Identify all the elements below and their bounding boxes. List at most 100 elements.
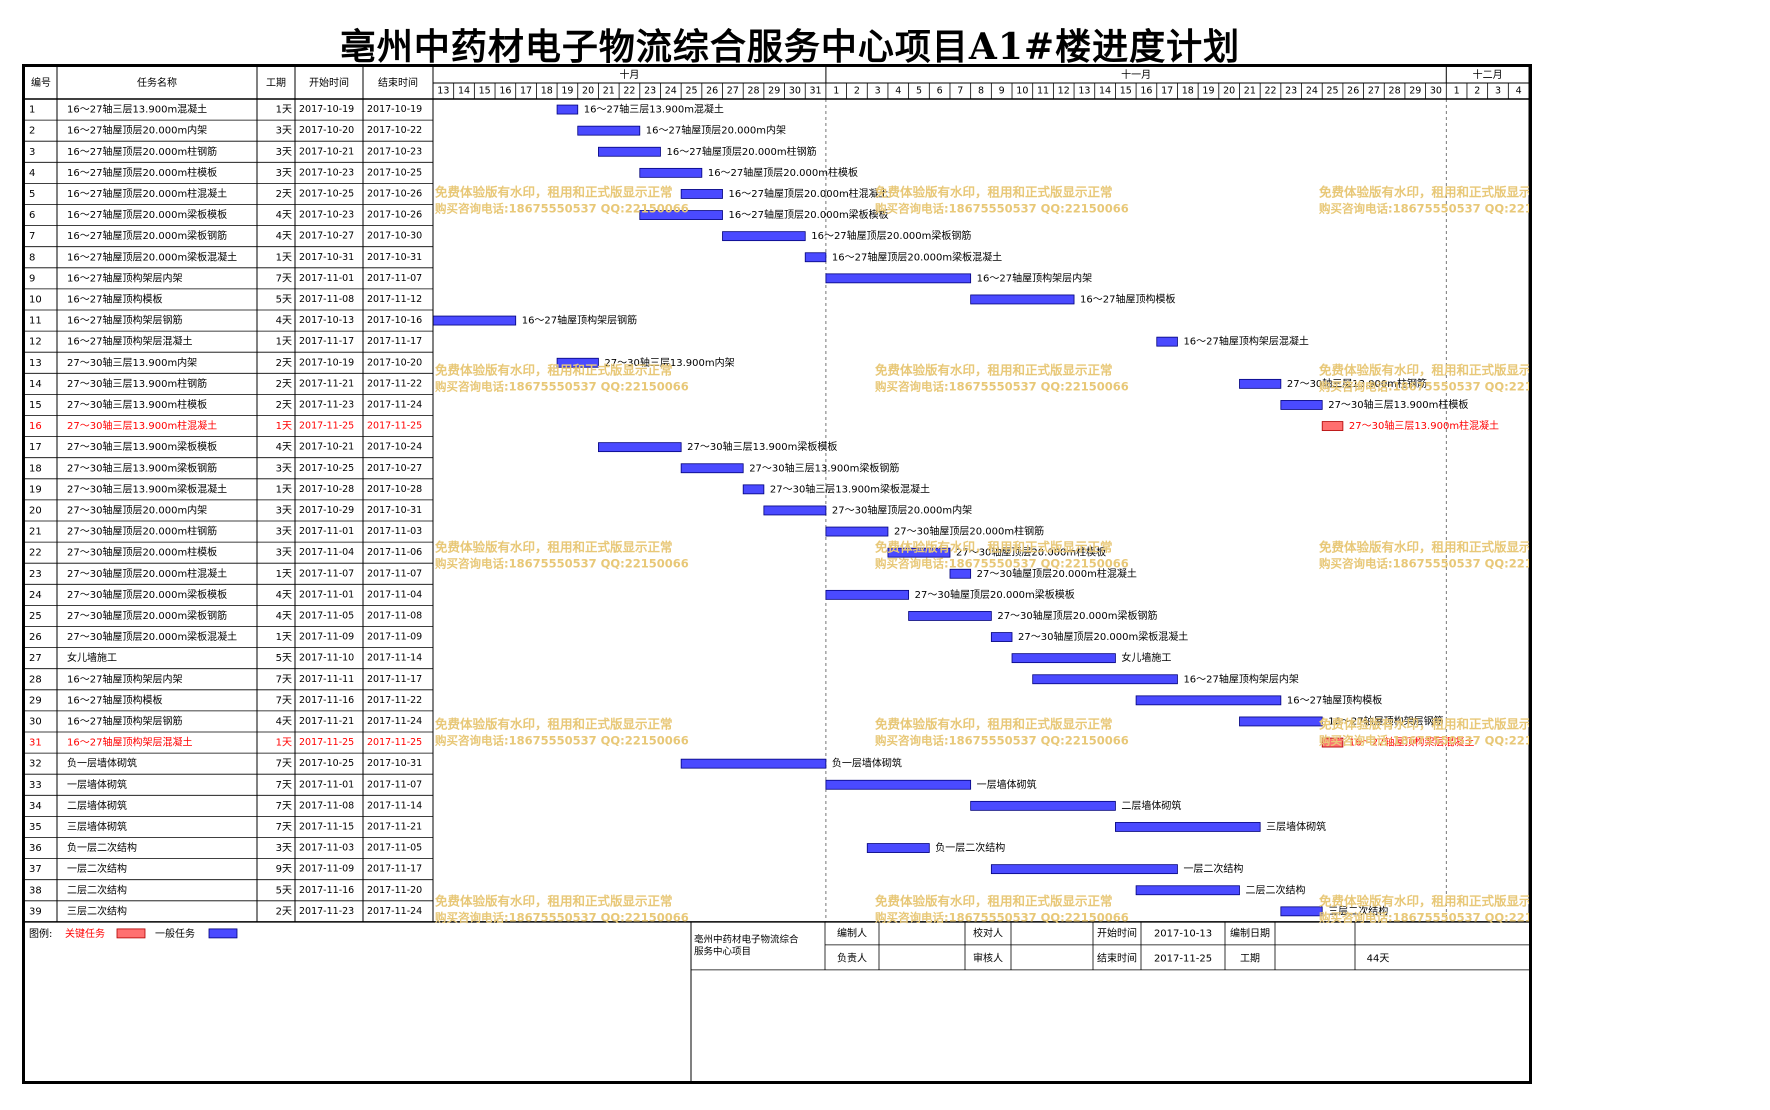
task-start: 2017-11-25 — [299, 421, 354, 432]
task-start: 2017-10-27 — [299, 231, 354, 242]
task-bar-label: 16～27轴屋顶构架层混凝土 — [1183, 335, 1308, 348]
day-label: 15 — [479, 86, 491, 97]
day-label: 27 — [727, 86, 739, 97]
task-bar-label: 16～27轴屋顶构架层钢筋 — [522, 314, 637, 327]
task-bar — [742, 484, 765, 495]
task-bar — [598, 146, 661, 157]
task-end: 2017-11-09 — [367, 632, 422, 643]
footer-project-name: 亳州中药材电子物流综合 — [694, 933, 799, 945]
watermark-line1: 免费体验版有水印，租用和正式版显示正常 — [435, 894, 673, 909]
task-id: 5 — [29, 189, 35, 200]
task-id: 17 — [29, 442, 42, 453]
watermark-line2: 购买咨询电话:18675550537 QQ:22150066 — [875, 911, 1129, 925]
task-duration: 1天 — [276, 337, 292, 348]
task-end: 2017-10-28 — [367, 484, 422, 495]
task-start: 2017-11-08 — [299, 800, 354, 811]
task-id: 32 — [29, 759, 42, 770]
task-name: 16～27轴屋顶构架层混凝土 — [67, 335, 192, 348]
day-label: 24 — [665, 86, 677, 97]
watermark-line2: 购买咨询电话:18675550537 QQ:22150066 — [435, 380, 689, 394]
watermark-line1: 免费体验版有水印，租用和正式版显示正常 — [435, 363, 673, 378]
header-start: 开始时间 — [309, 76, 349, 89]
task-end: 2017-11-12 — [367, 294, 422, 305]
day-label: 3 — [1495, 86, 1501, 97]
task-end: 2017-10-26 — [367, 188, 422, 199]
task-end: 2017-11-17 — [367, 674, 422, 685]
task-end: 2017-11-14 — [367, 800, 422, 811]
day-label: 9 — [999, 86, 1005, 97]
task-end: 2017-10-25 — [367, 167, 422, 178]
task-start: 2017-10-29 — [299, 505, 354, 516]
header-id: 编号 — [31, 76, 51, 89]
task-start: 2017-11-16 — [299, 885, 354, 896]
watermark-line2: 购买咨询电话:18675550537 QQ:22150066 — [875, 202, 1129, 216]
day-label: 1 — [833, 86, 839, 97]
day-label: 22 — [1264, 86, 1276, 97]
day-label: 23 — [1285, 86, 1297, 97]
task-duration: 2天 — [276, 358, 292, 369]
task-duration: 1天 — [276, 421, 292, 432]
day-label: 19 — [1202, 86, 1214, 97]
task-end: 2017-11-08 — [367, 610, 422, 621]
day-label: 26 — [1347, 86, 1359, 97]
footer-end-label: 结束时间 — [1097, 951, 1137, 964]
legend-critical-swatch — [116, 928, 146, 939]
task-name: 16～27轴屋顶构架层混凝土 — [67, 736, 192, 749]
task-bar-label: 负一层二次结构 — [935, 841, 1005, 854]
task-end: 2017-11-21 — [367, 821, 422, 832]
task-id: 22 — [29, 548, 42, 559]
task-end: 2017-10-22 — [367, 125, 422, 136]
task-start: 2017-10-23 — [299, 210, 354, 221]
task-name: 16～27轴屋顶构架层内架 — [67, 271, 182, 284]
task-name: 27～30轴三层13.900m梁板混凝土 — [67, 482, 227, 495]
task-bar-label: 27～30轴三层13.900m柱混凝土 — [1349, 419, 1499, 432]
day-label: 30 — [1430, 86, 1442, 97]
task-start: 2017-10-25 — [299, 463, 354, 474]
task-bar — [722, 231, 806, 242]
day-label: 27 — [1368, 86, 1380, 97]
task-end: 2017-10-31 — [367, 252, 422, 263]
task-bar — [949, 568, 972, 579]
day-label: 29 — [768, 86, 780, 97]
task-duration: 1天 — [276, 252, 292, 263]
day-label: 28 — [747, 86, 759, 97]
task-end: 2017-10-23 — [367, 146, 422, 157]
task-bar-label: 16～27轴屋顶层20.000m柱模板 — [708, 166, 858, 179]
task-duration: 4天 — [276, 611, 292, 622]
task-id: 39 — [29, 906, 42, 917]
task-name: 27～30轴三层13.900m梁板钢筋 — [67, 461, 217, 474]
footer-compiler-label: 编制人 — [837, 926, 867, 939]
task-end: 2017-11-17 — [367, 336, 422, 347]
day-label: 1 — [1454, 86, 1460, 97]
task-start: 2017-10-19 — [299, 357, 354, 368]
watermark-line1: 免费体验版有水印，租用和正式版显示正常 — [875, 894, 1113, 909]
watermark-line1: 免费体验版有水印，租用和正式版显示正常 — [875, 185, 1113, 200]
task-bar — [598, 442, 682, 453]
watermark-line1: 免费体验版有水印，租用和正式版显示正常 — [1319, 717, 1529, 732]
task-bar — [1135, 885, 1240, 896]
task-bar — [970, 294, 1075, 305]
day-label: 11 — [1037, 86, 1049, 97]
day-label: 17 — [520, 86, 532, 97]
footer-project-name-cont: 服务中心项目 — [694, 945, 751, 957]
day-label: 23 — [644, 86, 656, 97]
watermark-line2: 购买咨询电话:18675550537 QQ:22150066 — [1319, 911, 1529, 925]
footer-owner-label: 负责人 — [837, 951, 867, 964]
footer-duration-value: 44天 — [1367, 953, 1390, 964]
task-duration: 4天 — [276, 231, 292, 242]
task-name: 二层墙体砌筑 — [67, 799, 127, 812]
day-label: 21 — [603, 86, 615, 97]
footer-start-value: 2017-10-13 — [1154, 928, 1212, 939]
task-id: 4 — [29, 168, 35, 179]
task-bar — [825, 526, 889, 537]
footer-date-label: 编制日期 — [1230, 926, 1270, 939]
task-duration: 3天 — [276, 147, 292, 158]
task-bar-label: 二层墙体砌筑 — [1121, 799, 1181, 812]
task-id: 21 — [29, 527, 42, 538]
task-bar — [804, 252, 827, 263]
day-label: 24 — [1306, 86, 1318, 97]
task-bar — [680, 189, 723, 199]
task-start: 2017-11-15 — [299, 821, 354, 832]
footer-duration-label: 工期 — [1240, 952, 1260, 964]
task-end: 2017-11-05 — [367, 843, 422, 854]
